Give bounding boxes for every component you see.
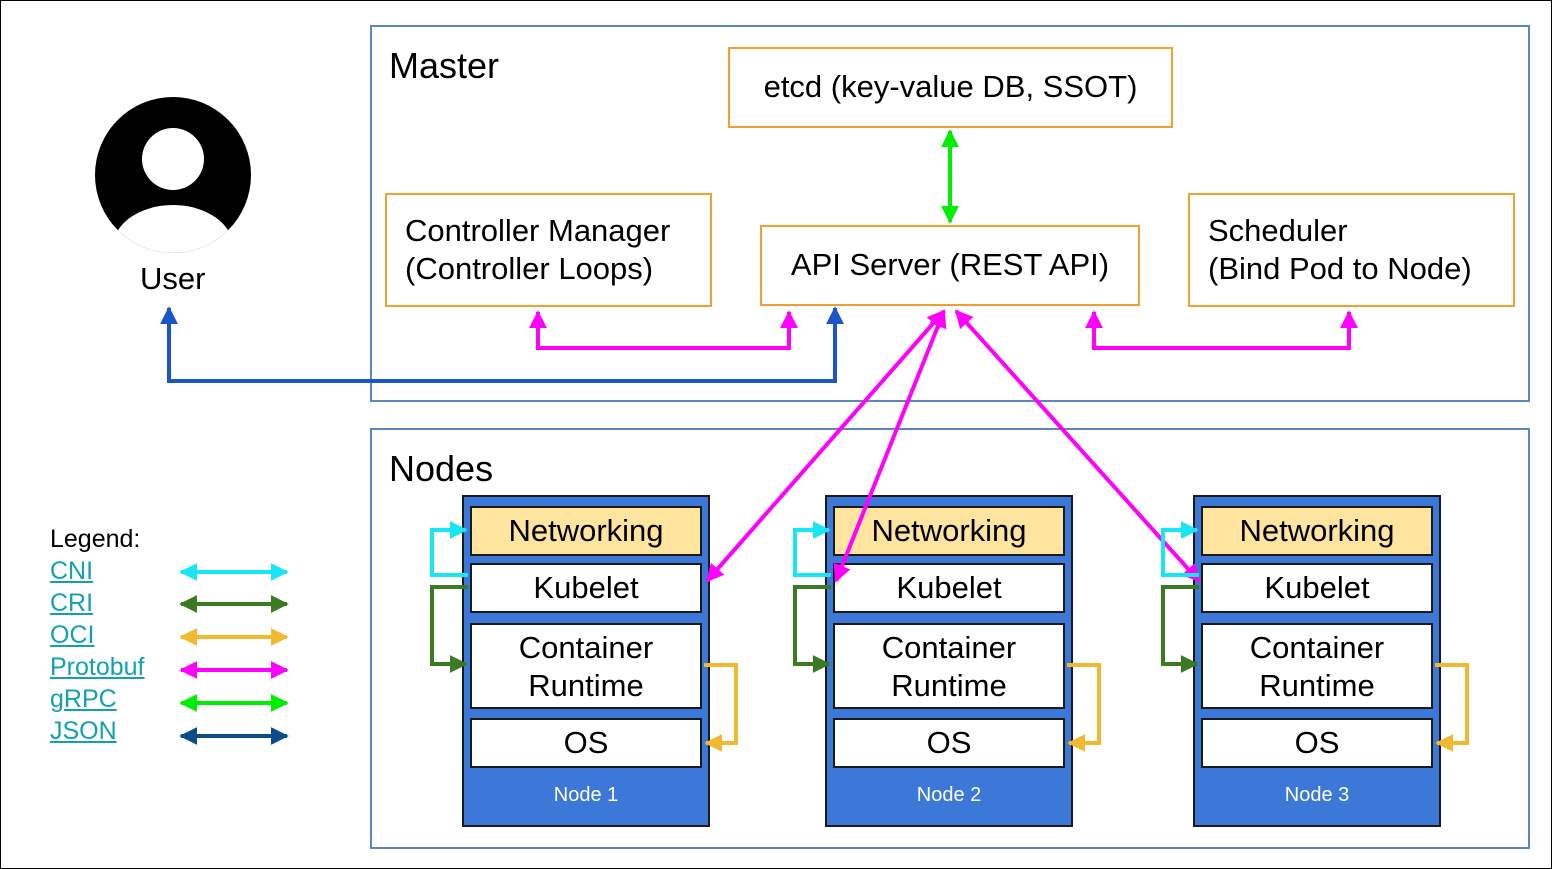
master-title: Master: [389, 45, 500, 86]
scheduler-subtitle: (Bind Pod to Node): [1208, 251, 1472, 286]
api-scheduler-arrow: [1085, 310, 1358, 350]
node-2-runtime-line2: Runtime: [891, 668, 1007, 703]
node-3-cni-arrow: [1161, 521, 1199, 577]
node-1-runtime-line1: Container: [518, 630, 654, 665]
scheduler-title: Scheduler: [1208, 213, 1348, 248]
nodes-title: Nodes: [389, 448, 494, 489]
etcd-label: etcd (key-value DB, SSOT): [763, 69, 1138, 104]
api-kubelet-3-arrow: [954, 309, 1201, 583]
user-avatar-icon: [95, 97, 251, 253]
node-1-cri-arrow: [430, 585, 468, 673]
api-server-label: API Server (REST API): [790, 247, 1110, 282]
node-3-oci-arrow: [1435, 663, 1469, 752]
node-1-container-runtime: Container Runtime: [470, 623, 702, 709]
node-3-kubelet: Kubelet: [1201, 563, 1433, 613]
api-kubelet-2-arrow: [833, 309, 947, 583]
legend-protobuf[interactable]: Protobuf: [50, 653, 145, 681]
node-3-container-runtime: Container Runtime: [1201, 623, 1433, 709]
node-2-runtime-line1: Container: [881, 630, 1017, 665]
node-1-cni-arrow: [430, 521, 468, 577]
node-3-label: Node 3: [1284, 784, 1350, 806]
node-1-oci-arrow: [704, 663, 738, 752]
legend-oci[interactable]: OCI: [50, 621, 95, 649]
node-3-cri-arrow: [1161, 585, 1199, 673]
legend-json[interactable]: JSON: [50, 717, 117, 745]
legend-cni[interactable]: CNI: [50, 557, 94, 585]
node-3: Networking Kubelet Container Runtime OS …: [1193, 495, 1441, 827]
controller-manager-subtitle: (Controller Loops): [405, 251, 654, 286]
api-server-box: API Server (REST API): [760, 225, 1140, 306]
node-3-os: OS: [1201, 718, 1433, 768]
node-1-kubelet: Kubelet: [470, 563, 702, 613]
legend-cri[interactable]: CRI: [50, 589, 94, 617]
node-2-container-runtime: Container Runtime: [833, 623, 1065, 709]
api-kubelet-1-arrow: [705, 309, 946, 583]
node-2-cri-arrow: [793, 585, 831, 673]
node-2-os: OS: [833, 718, 1065, 768]
node-2: Networking Kubelet Container Runtime OS …: [825, 495, 1073, 827]
legend-grpc[interactable]: gRPC: [50, 685, 117, 713]
master-region: [370, 25, 1530, 402]
node-1-os: OS: [470, 718, 702, 768]
node-2-cni-arrow: [793, 521, 831, 577]
controller-manager-box: Controller Manager (Controller Loops): [385, 193, 712, 307]
legend-title: Legend:: [50, 525, 141, 553]
node-1-runtime-line2: Runtime: [528, 668, 644, 703]
controller-manager-title: Controller Manager: [405, 213, 671, 248]
node-3-runtime-line2: Runtime: [1259, 668, 1375, 703]
node-1-networking: Networking: [470, 506, 702, 556]
node-3-networking: Networking: [1201, 506, 1433, 556]
node-2-label: Node 2: [916, 784, 982, 806]
user-api-arrow: [160, 306, 844, 383]
controller-api-arrow: [529, 310, 798, 350]
node-3-runtime-line1: Container: [1249, 630, 1385, 665]
node-2-oci-arrow: [1067, 663, 1101, 752]
node-1: Networking Kubelet Container Runtime OS …: [462, 495, 710, 827]
nodes-region: [370, 428, 1530, 849]
scheduler-box: Scheduler (Bind Pod to Node): [1188, 193, 1515, 307]
etcd-box: etcd (key-value DB, SSOT): [728, 47, 1173, 128]
node-1-label: Node 1: [553, 784, 619, 806]
user-label: User: [140, 261, 206, 296]
